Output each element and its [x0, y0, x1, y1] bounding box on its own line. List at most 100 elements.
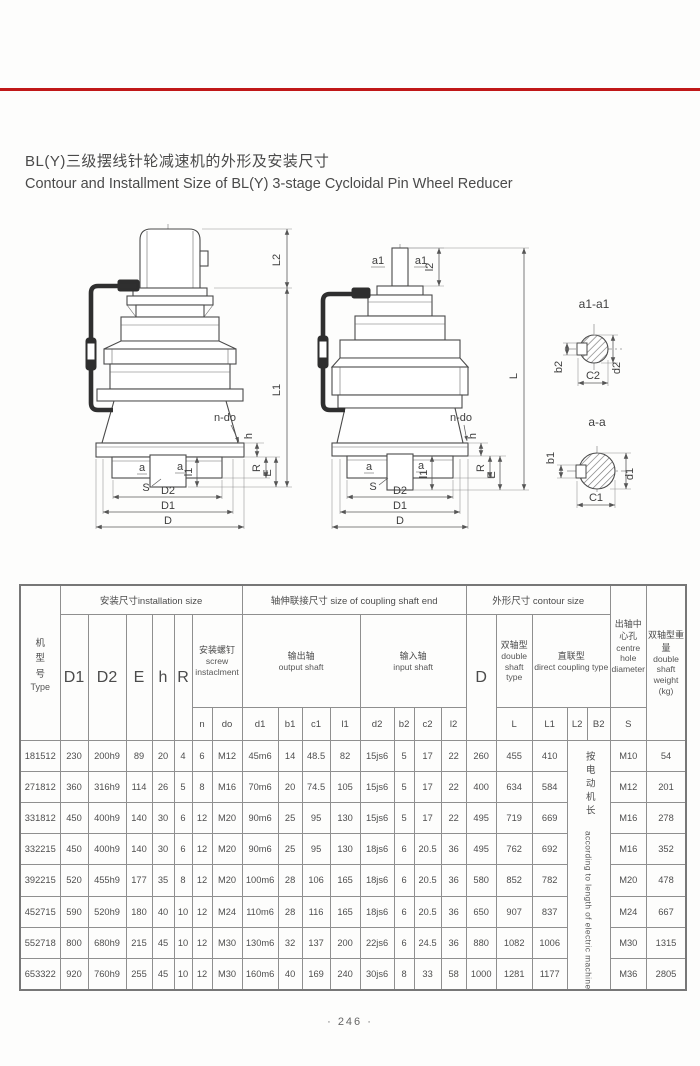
cell: 180 [125, 895, 153, 928]
subgroup-input-shaft: 输入轴 input shaft [359, 614, 467, 708]
cell: 201 [645, 771, 687, 804]
cell: M20 [609, 864, 647, 897]
dim-label-S: S [142, 482, 149, 494]
dim-label-a1-right: a1 [415, 255, 427, 267]
cell: M12 [211, 739, 243, 773]
note-cell-motor-length: 按电动机长 according to length of electric ma… [566, 740, 611, 991]
cell: 10 [173, 957, 193, 991]
cell: 20.5 [413, 895, 442, 928]
cell: 8 [393, 957, 415, 991]
cell: 22 [440, 802, 467, 835]
cell: 332215 [19, 833, 61, 866]
cell: 169 [301, 957, 331, 991]
note-english: according to length of electric machine [583, 830, 594, 990]
dim-label-E-right: E [486, 471, 498, 478]
cell: 680h9 [87, 926, 127, 959]
col-header-type: 机型号 Type [19, 584, 61, 741]
group-header-weight: 双轴型重量 double shaft weight (kg) [645, 584, 687, 741]
cell: 215 [125, 926, 153, 959]
cell: 782 [531, 864, 568, 897]
col-header-d1: d1 [241, 707, 279, 741]
cell: 130 [329, 802, 361, 835]
cell: 10 [173, 926, 193, 959]
cell: 271812 [19, 771, 61, 804]
cell: 1006 [531, 926, 568, 959]
dim-label-R-right: R [475, 464, 487, 472]
cell: 74.5 [301, 771, 331, 804]
dim-label-b1: b1 [545, 452, 557, 464]
dim-label-b2: b2 [553, 361, 565, 373]
cell: 12 [191, 957, 213, 991]
cell: 116 [301, 895, 331, 928]
cell: 5 [393, 771, 415, 804]
cell: 106 [301, 864, 331, 897]
note-chinese: 按电动机长 [583, 751, 595, 819]
cell: 6 [393, 926, 415, 959]
cell: M24 [211, 895, 243, 928]
cell: 20 [277, 771, 303, 804]
cell: 8 [173, 864, 193, 897]
dimension-table: 机型号 Type 安装尺寸installation size 轴伸联接尺寸 si… [19, 584, 688, 992]
cell: M20 [211, 802, 243, 835]
cell: 800 [59, 926, 89, 959]
section-a1a1-title: a1-a1 [579, 297, 610, 311]
col-header-D: D [465, 614, 497, 741]
cell: 177 [125, 864, 153, 897]
cell: 1281 [495, 957, 533, 991]
cell: 25 [277, 802, 303, 835]
cell: 634 [495, 771, 533, 804]
cell: 36 [440, 895, 467, 928]
cell: 32 [277, 926, 303, 959]
cell: M20 [211, 864, 243, 897]
col-header-c1: c1 [301, 707, 331, 741]
dim-label-D2: D2 [161, 485, 175, 497]
col-header-R: R [173, 614, 193, 741]
cell: 580 [465, 864, 497, 897]
dim-label-a: a [139, 462, 146, 474]
cell: 669 [531, 802, 568, 835]
cell: 36 [440, 926, 467, 959]
cell: 5 [173, 771, 193, 804]
dim-label-l1: l1 [183, 468, 195, 477]
cell: M10 [609, 739, 647, 773]
cell: 18js6 [359, 864, 395, 897]
cell: 95 [301, 833, 331, 866]
cell: 45m6 [241, 739, 279, 773]
cell: 6 [173, 833, 193, 866]
cell: 552718 [19, 926, 61, 959]
dim-label-a3: a [366, 461, 373, 473]
dim-label-L: L [508, 373, 520, 379]
dim-label-L2: L2 [271, 254, 283, 266]
group-header-contour: 外形尺寸 contour size [465, 584, 611, 615]
cell: 650 [465, 895, 497, 928]
cell: 478 [645, 864, 687, 897]
cell: 653322 [19, 957, 61, 991]
cell: 70m6 [241, 771, 279, 804]
cell: 114 [125, 771, 153, 804]
cell: 15js6 [359, 802, 395, 835]
cell: 30 [151, 833, 175, 866]
cell: 400h9 [87, 802, 127, 835]
title-chinese: BL(Y)三级摆线针轮减速机的外形及安装尺寸 [25, 153, 330, 170]
col-header-S: S [609, 707, 647, 741]
cell: 400h9 [87, 833, 127, 866]
subgroup-direct-coupling: 直联型 direct coupling type [531, 614, 611, 708]
cell: 331812 [19, 802, 61, 835]
cell: 140 [125, 802, 153, 835]
page-number: · 246 · [327, 1016, 373, 1028]
cell: 5 [393, 739, 415, 773]
cell: 140 [125, 833, 153, 866]
cell: 58 [440, 957, 467, 991]
cell: 316h9 [87, 771, 127, 804]
cell: 852 [495, 864, 533, 897]
cell: M30 [609, 926, 647, 959]
dim-label-E: E [262, 469, 274, 476]
cell: 130 [329, 833, 361, 866]
